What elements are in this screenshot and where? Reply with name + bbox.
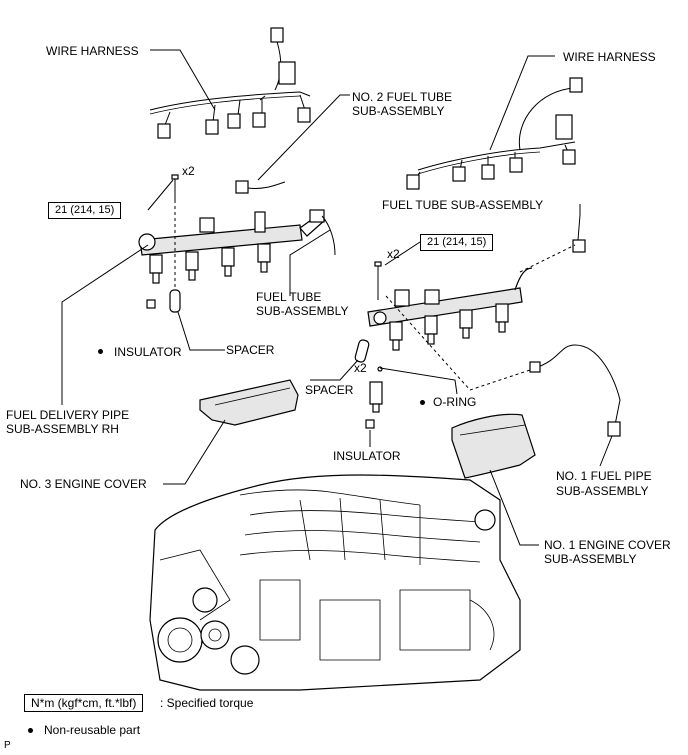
fuel-delivery-pipe-left-drawing [138, 174, 326, 313]
fuel-delivery-pipe-right-drawing [354, 261, 533, 429]
label-no1-engine-cover-line2: SUB-ASSEMBLY [544, 552, 637, 566]
torque-box-left: 21 (214, 15) [48, 202, 122, 219]
label-fuel-tube-left-line1: FUEL TUBE [256, 290, 322, 304]
no2-fuel-tube-drawing [235, 180, 286, 194]
label-wire-harness-left: WIRE HARNESS [46, 44, 139, 58]
label-no2-fuel-tube-line2: SUB-ASSEMBLY [352, 104, 445, 118]
wire-harness-left-drawing [149, 27, 311, 139]
label-x2-right-top: x2 [387, 247, 400, 261]
label-o-ring: O-RING [433, 395, 477, 409]
no1-engine-cover-drawing [451, 413, 536, 479]
corner-letter: P [4, 740, 11, 751]
label-no3-engine-cover: NO. 3 ENGINE COVER [20, 477, 147, 491]
torque-box-right: 21 (214, 15) [420, 234, 494, 251]
no3-engine-cover-drawing [199, 379, 299, 426]
label-x2-right-mid: x2 [354, 361, 367, 375]
label-fuel-tube-sub-assembly-right: FUEL TUBE SUB-ASSEMBLY [382, 198, 544, 212]
label-no2-fuel-tube-line1: NO. 2 FUEL TUBE [352, 90, 453, 104]
legend-nonreusable-dot [28, 728, 33, 733]
label-wire-harness-right: WIRE HARNESS [563, 50, 656, 64]
label-no1-fuel-pipe-line2: SUB-ASSEMBLY [556, 484, 649, 498]
label-insulator-right: INSULATOR [333, 449, 401, 463]
engine-drawing [149, 474, 521, 691]
legend-torque-description: : Specified torque [160, 696, 254, 710]
label-x2-left: x2 [182, 164, 195, 178]
fuel-tube-left-drawing [321, 215, 336, 256]
nonreusable-dot-o-ring [420, 400, 425, 405]
label-fuel-delivery-pipe-line2: SUB-ASSEMBLY RH [6, 422, 119, 436]
legend-torque-unit-box: N*m (kgf*cm, ft.*lbf) [24, 694, 144, 712]
label-spacer-left: SPACER [226, 343, 275, 357]
nonreusable-dot-insulator-left [98, 349, 103, 354]
label-no1-engine-cover-line1: NO. 1 ENGINE COVER [544, 538, 671, 552]
label-fuel-tube-left-line2: SUB-ASSEMBLY [256, 304, 349, 318]
label-spacer-right: SPACER [305, 383, 354, 397]
leader-lines [61, 49, 613, 546]
label-fuel-delivery-pipe-line1: FUEL DELIVERY PIPE [6, 408, 130, 422]
no1-fuel-pipe-drawing [529, 344, 621, 437]
label-no1-fuel-pipe-line1: NO. 1 FUEL PIPE [556, 469, 652, 483]
label-insulator-left: INSULATOR [114, 345, 182, 359]
fuel-tube-right-drawing [519, 239, 586, 273]
wire-harness-right-drawing [406, 77, 583, 190]
legend-nonreusable-text: Non-reusable part [44, 723, 141, 737]
